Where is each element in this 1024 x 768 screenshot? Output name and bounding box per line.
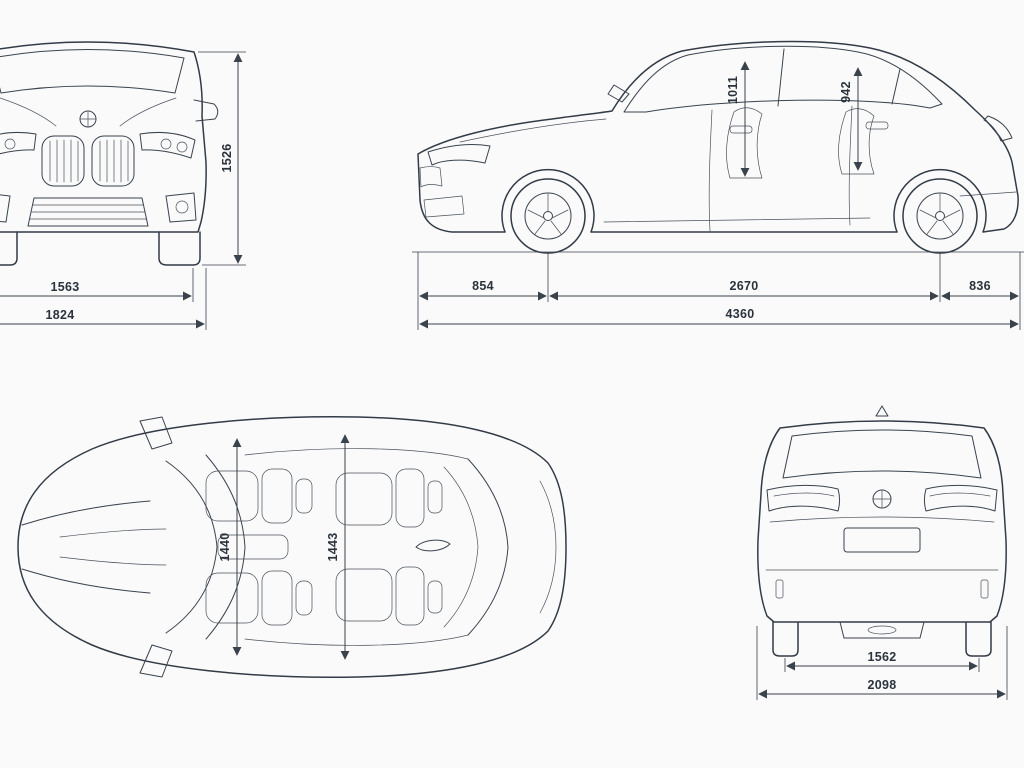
headlight-ring — [4, 138, 16, 150]
rear-headroom-label: 942 — [839, 81, 853, 103]
hood-edges — [21, 500, 151, 594]
right-tire — [158, 231, 201, 266]
front-headroom-label: 1011 — [726, 76, 740, 104]
windshield — [0, 49, 185, 94]
top-body-outline — [17, 416, 567, 678]
rear-track-extensions — [784, 658, 980, 672]
windshield-base — [165, 460, 218, 634]
headlight-ring — [160, 138, 172, 150]
rear-left-tire — [772, 621, 799, 657]
pillar-lines — [777, 48, 901, 107]
front-width-label: 1824 — [45, 308, 74, 322]
tailgate-crease — [769, 516, 995, 523]
rear-width-label: 2098 — [867, 678, 896, 692]
top-left-mirror — [139, 416, 173, 450]
wheelbase-label: 2670 — [729, 279, 758, 293]
front-wheel — [510, 178, 586, 254]
left-tire — [0, 231, 18, 266]
front-track-label: 1563 — [50, 280, 79, 294]
rear-window-inner — [443, 466, 479, 628]
side-mirror — [607, 84, 630, 103]
rear-roundel-cross — [872, 489, 892, 509]
left-taillight — [766, 484, 840, 512]
rear-window — [782, 429, 982, 479]
rear-wheel — [902, 178, 978, 254]
headlight-ring — [176, 141, 188, 153]
license-plate-recess — [843, 527, 921, 553]
character-lines — [459, 118, 871, 223]
rear-body-outline — [757, 420, 1007, 623]
right-headlight — [139, 132, 196, 159]
door-seams — [708, 105, 853, 232]
taillight-inner-lines — [773, 492, 991, 497]
exhaust-tip — [867, 625, 897, 635]
front-door-handle — [729, 125, 753, 134]
rear-window-top-edge — [467, 458, 509, 636]
top-right-mirror — [139, 644, 173, 678]
taillight-side — [983, 115, 1013, 142]
right-reflector — [980, 579, 989, 599]
length-extension-lines — [417, 252, 1021, 330]
rear-seats — [335, 468, 443, 626]
left-headlight — [0, 132, 37, 155]
tailgate-edge — [539, 480, 557, 614]
kidney-grille-right — [91, 135, 135, 187]
kidney-grille-left — [41, 135, 85, 187]
rear-view-drawing: 1562 2098 — [756, 405, 1008, 700]
side-body-outline — [417, 40, 1019, 233]
roundel-cross — [79, 110, 97, 128]
right-taillight — [924, 484, 998, 512]
front-view-drawing: 1526 1563 1824 — [0, 41, 246, 330]
left-reflector — [775, 579, 784, 599]
rear-right-tire — [965, 621, 992, 657]
antenna-fin — [415, 539, 451, 552]
rear-bumper-line — [959, 191, 1017, 197]
windshield-top — [205, 454, 246, 640]
front-height-label: 1526 — [220, 143, 234, 172]
rear-overhang-label: 836 — [969, 279, 991, 293]
height-extension-lines — [198, 51, 246, 266]
diffuser — [839, 621, 925, 639]
roof-antenna — [875, 405, 889, 417]
rear-door-handle — [865, 121, 889, 130]
left-fog-housing — [0, 194, 11, 223]
hood-creases — [0, 97, 177, 127]
grille-slats — [49, 139, 129, 183]
top-view-drawing: 1440 1443 — [17, 416, 567, 678]
front-interior-width-label: 1440 — [218, 532, 232, 561]
rear-track-label: 1562 — [867, 650, 896, 664]
front-seats — [205, 468, 313, 626]
hood-creases-top — [59, 528, 167, 566]
headlight-side — [427, 144, 491, 166]
rear-interior-width-label: 1443 — [326, 532, 340, 561]
right-fog-light — [175, 200, 189, 214]
front-seat-profile — [726, 107, 763, 179]
roof-side-lines — [244, 448, 469, 646]
right-mirror — [193, 99, 219, 122]
front-bumper-detail — [419, 166, 465, 218]
front-overhang-label: 854 — [472, 279, 494, 293]
rear-seat-profile — [838, 108, 875, 175]
side-view-drawing: 1011 942 854 2670 836 4360 — [412, 40, 1024, 330]
center-console — [217, 534, 289, 560]
rear-width-extensions — [756, 626, 1008, 700]
lower-intake — [27, 197, 149, 227]
intake-slats — [29, 204, 147, 220]
glasshouse — [623, 45, 943, 113]
right-fog-housing — [165, 192, 197, 223]
length-label: 4360 — [725, 307, 754, 321]
front-body-outline — [0, 41, 207, 233]
